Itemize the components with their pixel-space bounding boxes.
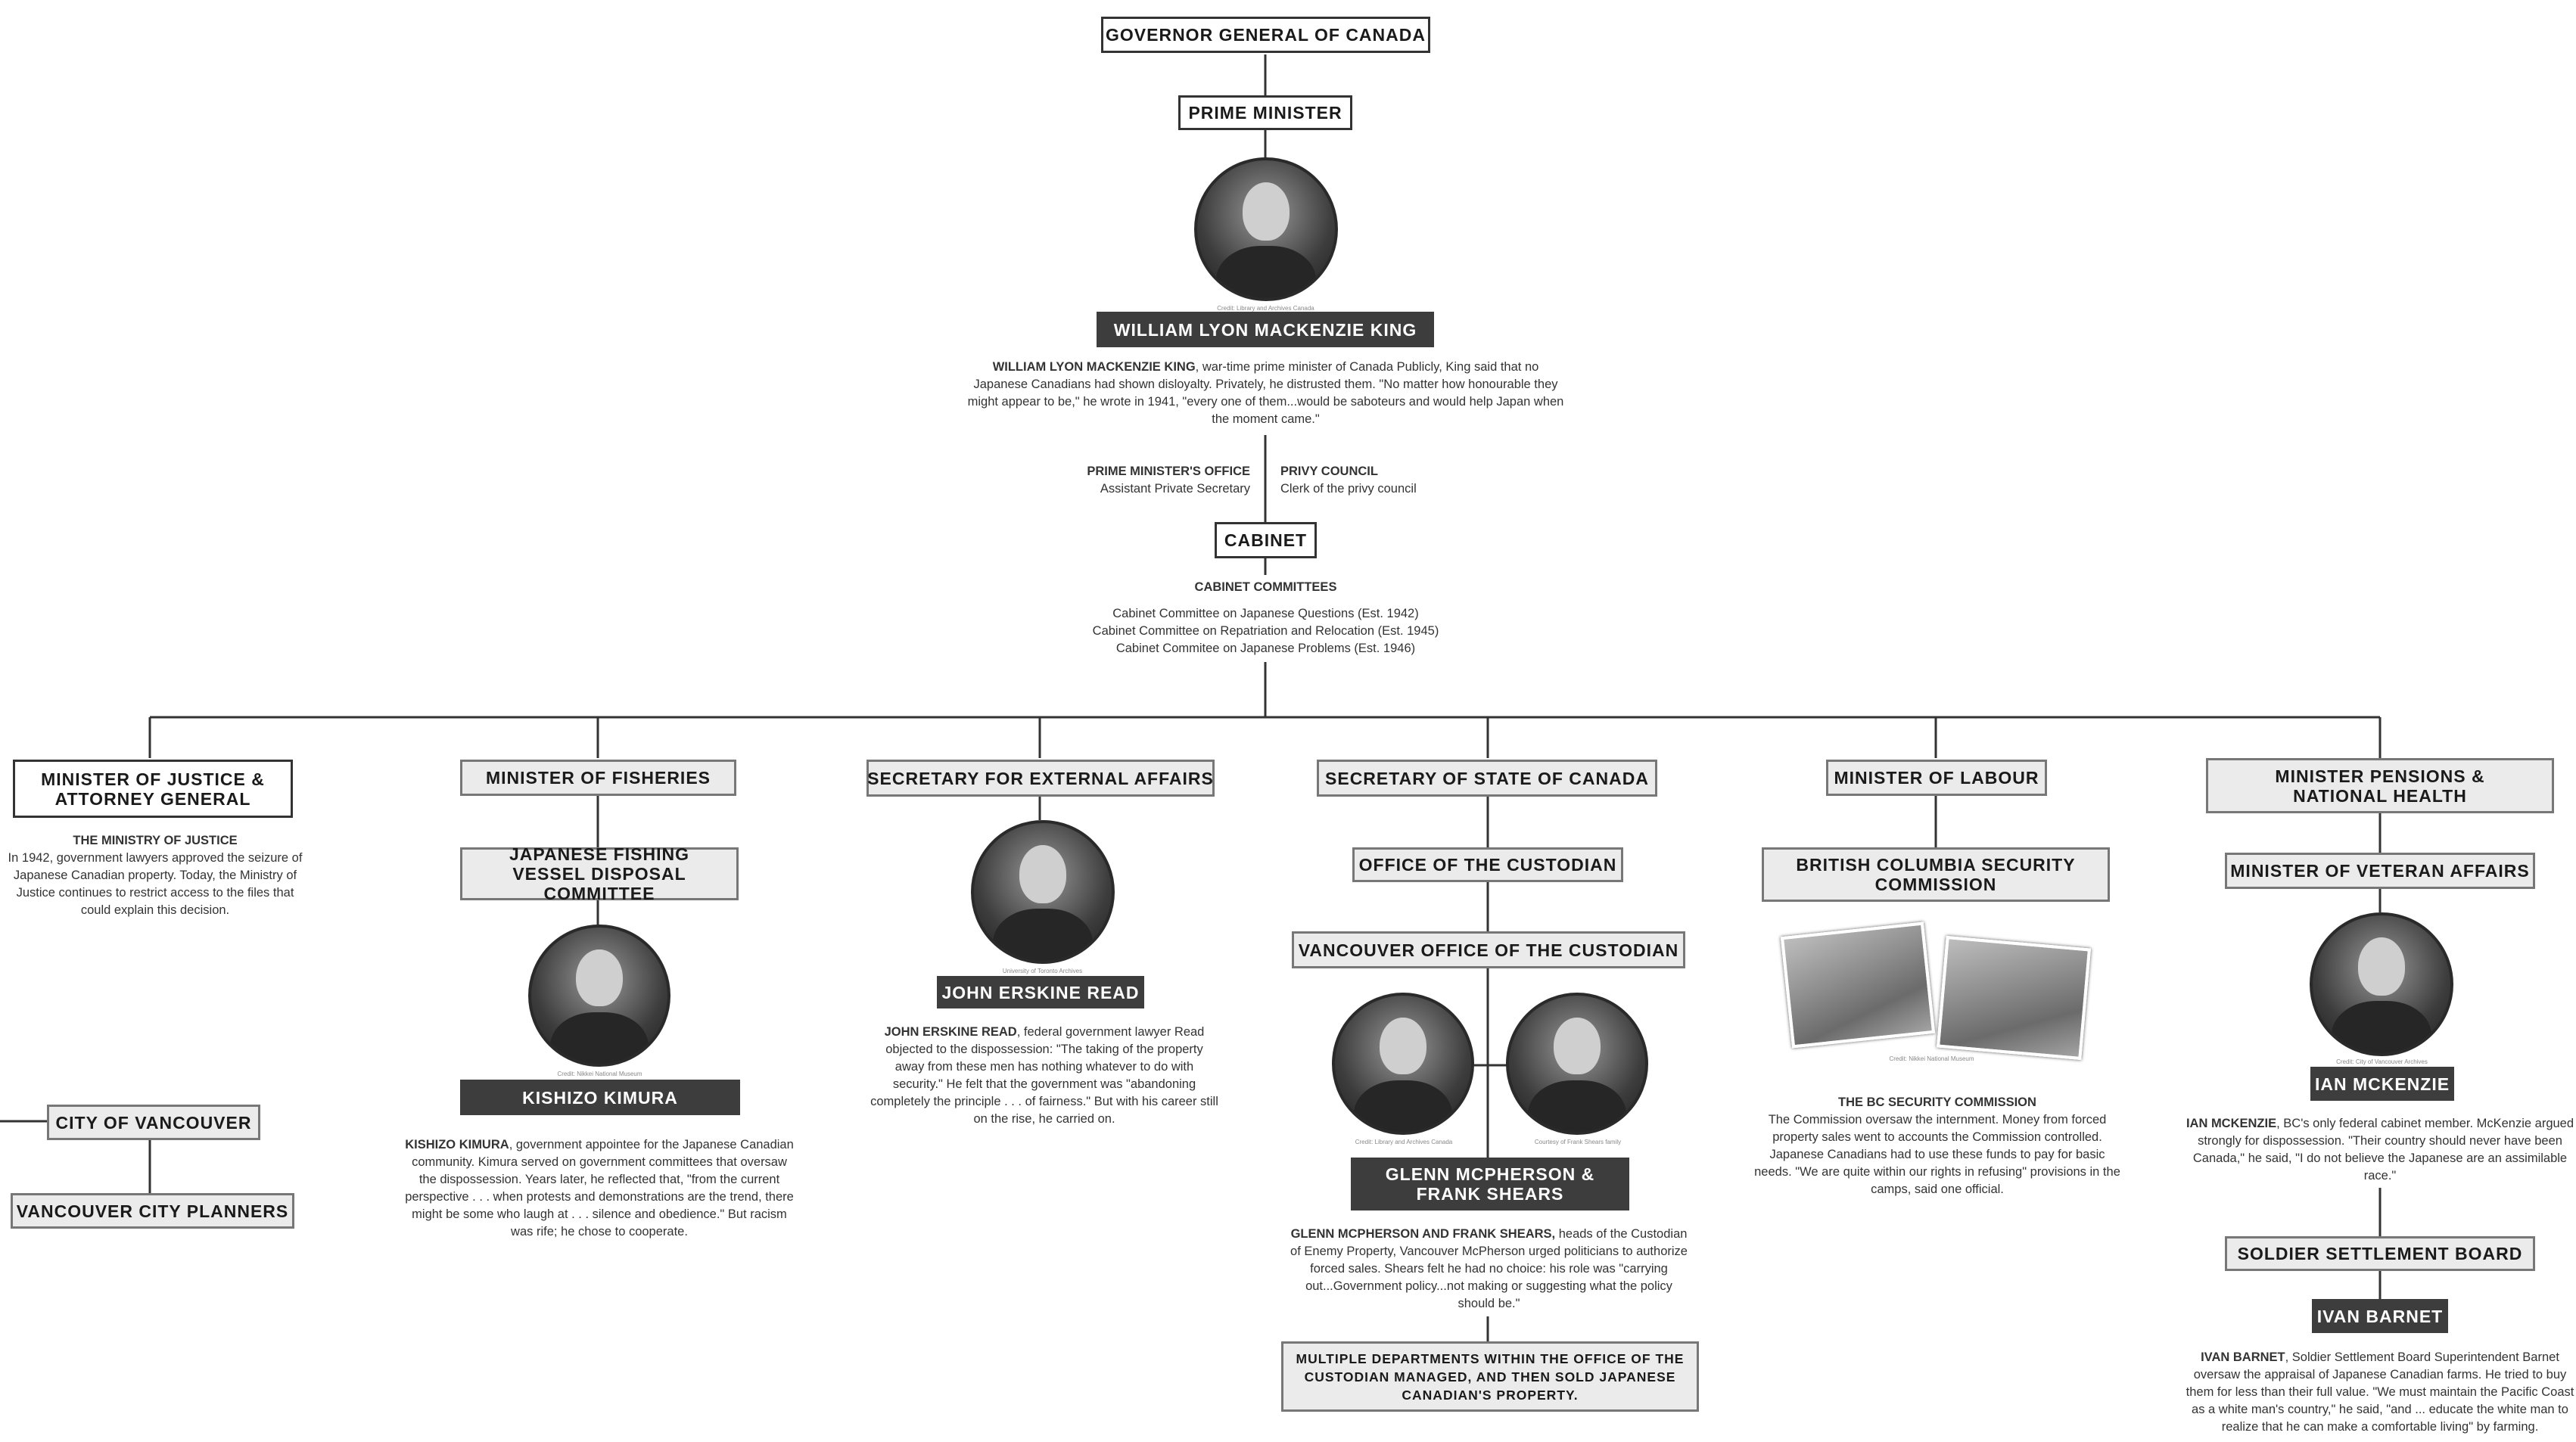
king-portrait (1194, 157, 1338, 301)
king-description: WILLIAM LYON MACKENZIE KING, war-time pr… (965, 359, 1566, 428)
mcpherson-portrait (1332, 993, 1474, 1135)
shears-portrait (1506, 993, 1648, 1135)
fishing-vessel-committee-box: JAPANESE FISHING VESSEL DISPOSAL COMMITT… (460, 844, 739, 903)
mcpherson-shears-desc-text: heads of the Custodian of Enemy Property… (1290, 1227, 1688, 1310)
internment-camp-photo (1780, 921, 1936, 1049)
governor-general-box: GOVERNOR GENERAL OF CANADA (1101, 17, 1430, 53)
king-desc-name: WILLIAM LYON MACKENZIE KING (992, 360, 1196, 374)
barnet-description: IVAN BARNET, Soldier Settlement Board Su… (2179, 1349, 2576, 1442)
bc-commission-photo-credit: Credit: Nikkei National Museum (1889, 1055, 1974, 1062)
mcpherson-photo-credit: Credit: Library and Archives Canada (1355, 1139, 1453, 1145)
justice-minister-box: MINISTER OF JUSTICE & ATTORNEY GENERAL (13, 760, 293, 818)
vancouver-custodian-box: VANCOUVER OFFICE OF THE CUSTODIAN (1292, 931, 1685, 968)
bc-security-commission-text: The Commission oversaw the internment. M… (1754, 1113, 2120, 1196)
cabinet-committee-item: Cabinet Committee on Japanese Questions … (1112, 607, 1419, 620)
mcpherson-shears-description: GLENN MCPHERSON AND FRANK SHEARS, heads … (1286, 1226, 1691, 1313)
justice-minister-label: MINISTER OF JUSTICE & ATTORNEY GENERAL (41, 769, 265, 809)
veteran-affairs-box: MINISTER OF VETERAN AFFAIRS (2225, 853, 2535, 889)
read-desc-name: JOHN ERSKINE READ (884, 1025, 1017, 1039)
bc-security-commission-note: THE BC SECURITY COMMISSION The Commissio… (1752, 1094, 2123, 1198)
king-photo-credit: Credit: Library and Archives Canada (1217, 305, 1314, 312)
pensions-health-minister-label: MINISTER PENSIONS & NATIONAL HEALTH (2275, 766, 2485, 806)
prime-minister-box: PRIME MINISTER (1178, 95, 1352, 130)
cabinet-committees: CABINET COMMITTEES Cabinet Committee on … (1010, 579, 1521, 657)
mckenzie-description: IAN MCKENZIE, BC's only federal cabinet … (2179, 1115, 2576, 1185)
cabinet-committee-item: Cabinet Commitee on Japanese Problems (E… (1115, 642, 1416, 655)
barnet-desc-name: IVAN BARNET (2201, 1350, 2285, 1364)
read-name-bar: JOHN ERSKINE READ (937, 976, 1144, 1008)
pensions-health-minister-box: MINISTER PENSIONS & NATIONAL HEALTH (2206, 758, 2554, 813)
mcpherson-shears-name-bar: GLENN MCPHERSON & FRANK SHEARS (1351, 1158, 1629, 1210)
read-portrait (971, 820, 1115, 964)
mckenzie-desc-text: , BC's only federal cabinet member. McKe… (2192, 1117, 2574, 1183)
king-name-bar: WILLIAM LYON MACKENZIE KING (1097, 312, 1434, 347)
mcpherson-shears-desc-name: GLENN MCPHERSON AND FRANK SHEARS, (1290, 1227, 1556, 1241)
kimura-description: KISHIZO KIMURA, government appointee for… (403, 1136, 796, 1241)
privy-council-title: PRIVY COUNCIL (1280, 465, 1378, 478)
read-description: JOHN ERSKINE READ, federal government la… (870, 1024, 1218, 1128)
office-of-custodian-box: OFFICE OF THE CUSTODIAN (1352, 847, 1623, 882)
fisheries-minister-box: MINISTER OF FISHERIES (460, 760, 736, 796)
pm-office-title: PRIME MINISTER'S OFFICE (1087, 465, 1250, 478)
bc-security-commission-box: BRITISH COLUMBIA SECURITY COMMISSION (1762, 847, 2110, 902)
mckenzie-name-bar: IAN MCKENZIE (2310, 1067, 2454, 1101)
cabinet-committees-title: CABINET COMMITTEES (1194, 580, 1337, 594)
kimura-portrait (528, 925, 670, 1067)
cabinet-committee-item: Cabinet Committee on Repatriation and Re… (1092, 624, 1439, 638)
ministry-of-justice-text: In 1942, government lawyers approved the… (8, 851, 303, 917)
barnet-desc-text: , Soldier Settlement Board Superintenden… (2186, 1350, 2574, 1434)
city-of-vancouver-box: CITY OF VANCOUVER (47, 1105, 260, 1140)
secretary-of-state-box: SECRETARY OF STATE OF CANADA (1317, 760, 1657, 797)
cabinet-box: CABINET (1215, 522, 1317, 558)
king-desc-text: , war-time prime minister of Canada Publ… (967, 360, 1564, 426)
mckenzie-photo-credit: Credit: City of Vancouver Archives (2336, 1058, 2428, 1065)
bc-security-commission-label: BRITISH COLUMBIA SECURITY COMMISSION (1796, 855, 2076, 894)
bc-security-commission-heading: THE BC SECURITY COMMISSION (1838, 1095, 2036, 1109)
external-affairs-box: SECRETARY FOR EXTERNAL AFFAIRS (866, 760, 1215, 797)
custodian-departments-label: MULTIPLE DEPARTMENTS WITHIN THE OFFICE O… (1296, 1350, 1685, 1403)
labour-minister-box: MINISTER OF LABOUR (1826, 760, 2047, 796)
commission-office-photo (1936, 935, 2092, 1061)
shears-photo-credit: Courtesy of Frank Shears family (1534, 1139, 1622, 1145)
privy-council: PRIVY COUNCIL Clerk of the privy council (1280, 463, 1507, 498)
mckenzie-portrait (2310, 912, 2453, 1056)
kimura-name-bar: KISHIZO KIMURA (460, 1080, 740, 1115)
fishing-vessel-committee-label: JAPANESE FISHING VESSEL DISPOSAL COMMITT… (509, 844, 689, 903)
read-desc-text: , federal government lawyer Read objecte… (870, 1025, 1218, 1126)
barnet-name-bar: IVAN BARNET (2312, 1299, 2448, 1333)
kimura-desc-name: KISHIZO KIMURA (405, 1138, 509, 1151)
mckenzie-desc-name: IAN MCKENZIE (2186, 1117, 2277, 1130)
ministry-of-justice-note: THE MINISTRY OF JUSTICE In 1942, governm… (0, 832, 310, 919)
pm-office-sub: Assistant Private Secretary (1100, 482, 1250, 496)
read-photo-credit: University of Toronto Archives (1002, 968, 1083, 974)
pm-office: PRIME MINISTER'S OFFICE Assistant Privat… (999, 463, 1250, 498)
privy-council-sub: Clerk of the privy council (1280, 482, 1417, 496)
mcpherson-shears-name: GLENN MCPHERSON & FRANK SHEARS (1385, 1164, 1595, 1204)
custodian-departments-box: MULTIPLE DEPARTMENTS WITHIN THE OFFICE O… (1281, 1341, 1699, 1412)
kimura-desc-text: , government appointee for the Japanese … (405, 1138, 794, 1238)
soldier-settlement-board-box: SOLDIER SETTLEMENT BOARD (2225, 1236, 2535, 1271)
city-planners-box: VANCOUVER CITY PLANNERS (11, 1193, 294, 1229)
kimura-photo-credit: Credit: Nikkei National Museum (557, 1071, 642, 1077)
ministry-of-justice-heading: THE MINISTRY OF JUSTICE (73, 834, 238, 847)
